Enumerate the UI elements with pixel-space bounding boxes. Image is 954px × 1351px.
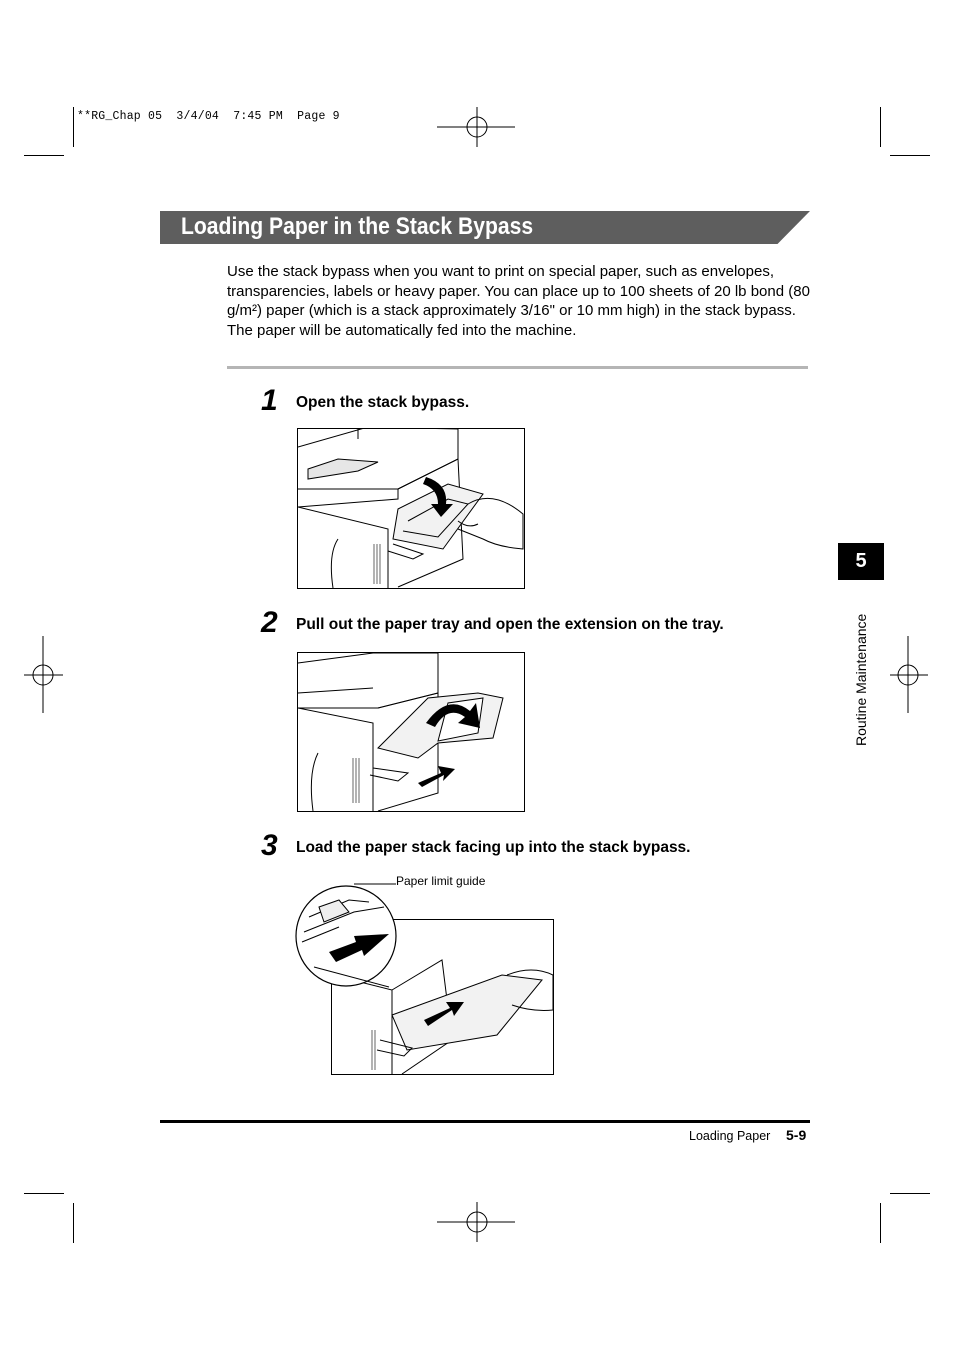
step-3-number: 3 <box>261 829 278 862</box>
intro-paragraph: Use the stack bypass when you want to pr… <box>227 263 810 339</box>
section-divider <box>227 366 808 369</box>
print-slug: **RG_Chap 05 3/4/04 7:45 PM Page 9 <box>77 110 340 123</box>
footer-rule <box>160 1120 810 1123</box>
figure-open-stack-bypass <box>297 428 525 589</box>
figure-pull-out-tray <box>297 652 525 812</box>
footer-section: Loading Paper <box>689 1129 771 1143</box>
footer-page-number: 5-9 <box>786 1127 807 1143</box>
step-1-text: Open the stack bypass. <box>296 394 470 411</box>
step-2-text: Pull out the paper tray and open the ext… <box>296 616 724 633</box>
title-banner <box>160 211 810 244</box>
step-3-text: Load the paper stack facing up into the … <box>296 839 691 856</box>
chapter-side-label: Routine Maintenance <box>853 613 869 746</box>
step-1-number: 1 <box>261 384 278 417</box>
zoom-inset-circle <box>295 883 397 988</box>
paper-limit-guide-callout: Paper limit guide <box>396 874 486 888</box>
step-2-number: 2 <box>261 606 278 639</box>
chapter-tab: 5 <box>838 543 884 580</box>
page-title: Loading Paper in the Stack Bypass <box>181 213 534 240</box>
